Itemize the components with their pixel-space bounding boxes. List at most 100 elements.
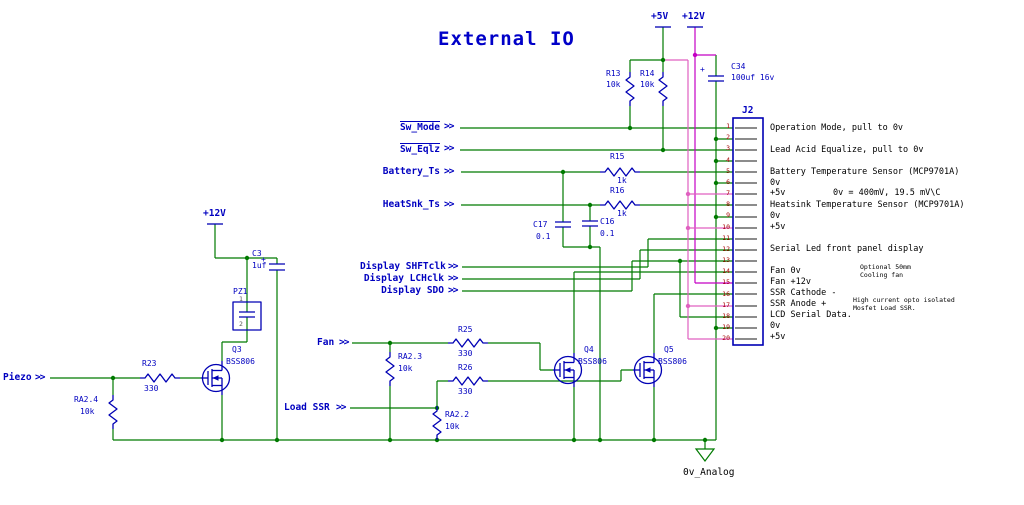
pin-number: 20 [722,334,730,343]
r26-ref: R26 [458,363,473,372]
port-chevron: >> [336,402,347,413]
ground-symbol [694,448,716,462]
q5-val: BSS806 [658,357,687,366]
resistor-r26 [447,376,489,386]
port-sw-eqlz-text: Sw_Eqlz [399,143,440,155]
ra23-ref: RA2.3 [398,352,423,361]
port-display-sdo: Display SDO [381,285,444,296]
c34-plus: + [700,65,705,74]
pin-number: 11 [722,233,730,242]
pin-desc: Heatsink Temperature Sensor (MCP9701A) [770,200,965,210]
p5v-rail [663,59,733,340]
q4-ref: Q4 [584,345,594,354]
p12v-piezo-label: +12V [203,208,226,219]
pin-number: 5 [726,166,730,175]
connector-j2 [732,117,764,346]
component-layer [108,26,724,441]
pin-desc: SSR Cathode - [770,288,837,298]
port-load-ssr: Load SSR [284,402,330,413]
port-chevron: >> [35,372,46,383]
c3-val: 1uf [252,261,267,270]
pin-number: 8 [726,200,730,209]
pin-number: 18 [722,311,730,320]
q4-val: BSS806 [578,357,607,366]
port-battery-ts: Battery_Ts [382,166,440,177]
wire-layer [50,27,733,462]
c17-ref: C17 [533,220,548,229]
port-chevron: >> [448,285,459,296]
resistor-r14 [658,71,668,107]
c16-ref: C16 [600,217,615,226]
pin-desc: LCD Serial Data. [770,310,852,320]
gnd-analog-label: 0v_Analog [683,467,735,478]
port-fan: Fan [317,337,335,348]
pin-number: 14 [722,267,730,276]
r15-val: 1k [617,176,627,185]
r13-ref: R13 [606,69,621,78]
pz1-pin1: 1 [239,295,243,303]
port-display-shftclk: Display SHFTclk [360,261,446,272]
pin-desc: Lead Acid Equalize, pull to 0v [770,145,924,155]
port-chevron: >> [448,273,459,284]
port-chevron: >> [444,143,455,154]
resistor-ra22 [432,405,442,441]
ssr-note-1: High current opto isolated [853,296,955,304]
r14-ref: R14 [640,69,655,78]
pin-desc: Fan +12v [770,277,811,287]
capacitor-c16 [582,220,598,227]
resistor-r23 [139,373,181,383]
q3-ref: Q3 [232,345,242,354]
pin-number: 9 [726,211,730,220]
sensor-cal-note: 0v = 400mV, 19.5 mV\C [833,188,941,198]
port-chevron: >> [444,121,455,132]
pz1-pin2: 2 [239,320,243,328]
c3-ref: C3 [252,249,262,258]
port-piezo: Piezo [3,372,32,383]
ra24-val: 10k [80,407,95,416]
r15-ref: R15 [610,152,625,161]
port-sw-mode-text: Sw_Mode [399,121,440,133]
pin-desc: +5v [770,188,786,198]
r23-ref: R23 [142,359,157,368]
pin-desc: 0v [770,211,781,221]
pin-number: 13 [722,256,730,265]
r14-val: 10k [640,80,655,89]
ra22-ref: RA2.2 [445,410,470,419]
pin-number: 6 [726,177,730,186]
connector-j2-ref: J2 [742,105,754,116]
q5-ref: Q5 [664,345,674,354]
p12v-rail [694,27,733,284]
capacitor-c17 [555,221,571,228]
c17-val: 0.1 [536,232,551,241]
pin-desc: Operation Mode, pull to 0v [770,123,904,133]
page-title: External IO [438,28,575,50]
pin-desc: +5v [770,222,786,232]
c34-ref: C34 [731,62,746,71]
c3-plus: + [261,255,266,264]
port-chevron: >> [339,337,350,348]
r26-val: 330 [458,387,473,396]
ra24-ref: RA2.4 [74,395,99,404]
pin-desc: Battery Temperature Sensor (MCP9701A) [770,167,960,177]
pz1-ref: PZ1 [233,287,248,296]
pin-number: 19 [722,323,730,332]
c16-val: 0.1 [600,229,615,238]
port-sw-mode: Sw_Mode [388,121,440,133]
resistor-r16 [599,200,641,210]
r16-ref: R16 [610,186,625,195]
p12v-label: +12V [682,11,705,22]
pin-desc: 0v [770,178,781,188]
pin-desc: SSR Anode + [770,299,827,309]
port-chevron: >> [448,261,459,272]
connector-j2-box [732,117,764,346]
pin-number: 2 [726,133,730,142]
capacitor-c3 [269,263,285,271]
resistor-r15 [599,167,641,177]
pin-desc: +5v [770,332,786,342]
pin-number: 10 [722,222,730,231]
connector-j2-pins [735,127,757,340]
port-heatsnk-ts: HeatSnk_Ts [382,199,440,210]
ra22-val: 10k [445,422,460,431]
